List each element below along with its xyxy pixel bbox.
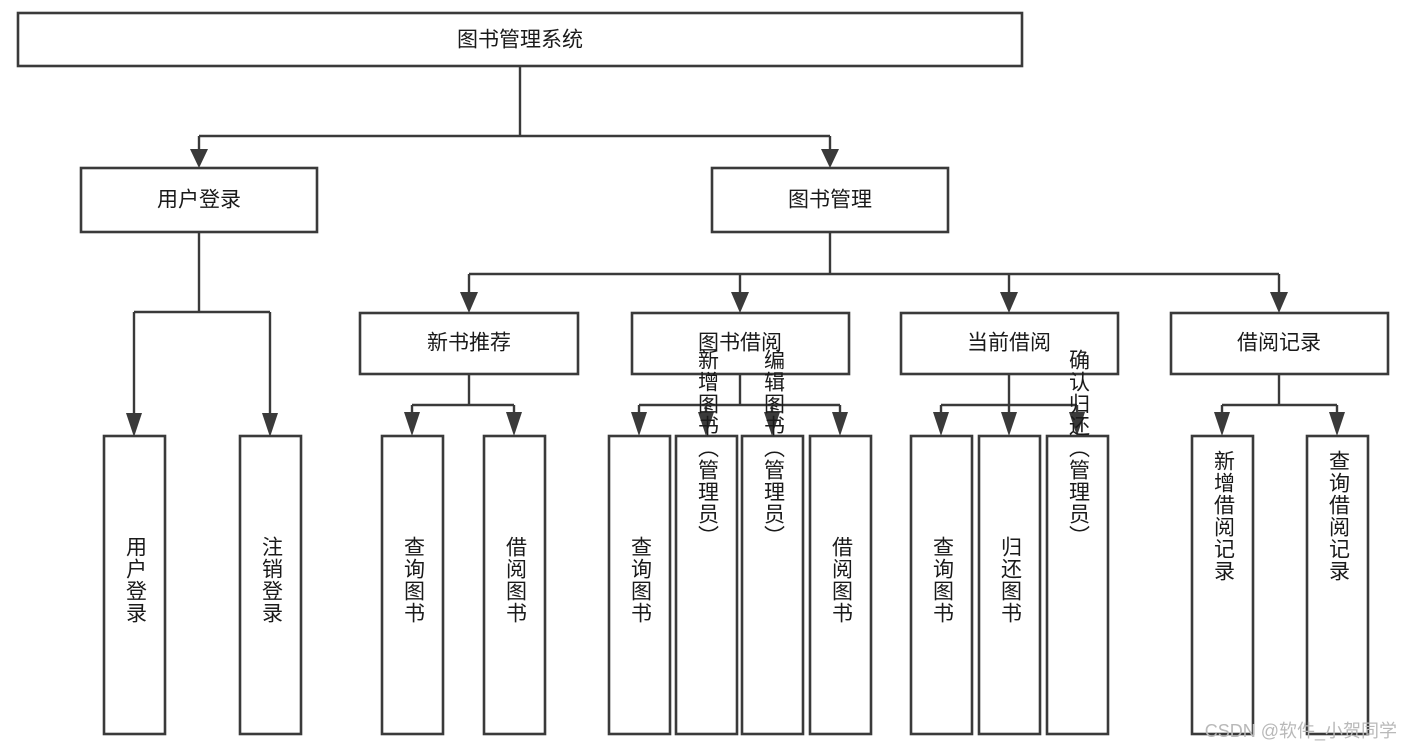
leaf-new-book-1-box[interactable] — [380, 434, 445, 736]
node-book-management[interactable]: 图书管理 — [710, 166, 950, 234]
arrow-bookmgmt-to-newbook — [460, 292, 478, 313]
arrow-borrow-leaf-2 — [698, 412, 714, 436]
arrow-newbook-leaf-2 — [506, 412, 522, 436]
node-new-book-recommend-box[interactable] — [358, 311, 580, 376]
node-book-borrow[interactable]: 图书借阅 — [630, 311, 851, 376]
leaf-borrow-record-1[interactable]: 新增借阅记录 — [1190, 434, 1255, 736]
node-current-borrow-label: 当前借阅 — [967, 332, 1051, 355]
leaf-new-book-1[interactable]: 查询图书 — [380, 434, 445, 736]
leaf-user-login-2-label: 注销登录 — [259, 536, 283, 624]
connector-group-record — [1214, 374, 1345, 436]
connector-group-current — [933, 374, 1085, 436]
arrow-userlogin-leaf-2 — [262, 413, 278, 437]
node-user-login[interactable]: 用户登录 — [79, 166, 319, 234]
leaf-new-book-1-label: 查询图书 — [401, 536, 425, 624]
leaf-borrow-record-1-label: 新增借阅记录 — [1211, 450, 1235, 582]
node-borrow-record-box[interactable] — [1169, 311, 1390, 376]
leaf-book-borrow-1-label: 查询图书 — [628, 536, 652, 624]
node-book-management-label: 图书管理 — [788, 189, 872, 212]
node-book-borrow-label: 图书借阅 — [698, 332, 782, 355]
leaf-current-borrow-1-box[interactable] — [909, 434, 974, 736]
leaf-borrow-record-2[interactable]: 查询借阅记录 — [1305, 434, 1370, 736]
arrow-borrow-leaf-1 — [631, 412, 647, 436]
connector-group-borrow — [631, 374, 848, 436]
arrow-userlogin-leaf-1 — [126, 413, 142, 437]
leaf-new-book-2-box[interactable] — [482, 434, 547, 736]
arrow-root-to-user-login — [190, 149, 208, 168]
node-user-login-box[interactable] — [79, 166, 319, 234]
arrow-record-leaf-2 — [1329, 412, 1345, 436]
node-borrow-record-label: 借阅记录 — [1237, 332, 1321, 355]
node-borrow-record[interactable]: 借阅记录 — [1169, 311, 1390, 376]
leaf-user-login-1-box[interactable] — [102, 434, 167, 736]
arrow-current-leaf-1 — [933, 412, 949, 436]
leaf-user-login-1[interactable]: 用户登录 — [102, 434, 167, 736]
arrow-borrow-leaf-4 — [832, 412, 848, 436]
leaf-book-borrow-3-box[interactable] — [740, 434, 805, 736]
leaf-book-borrow-1[interactable]: 查询图书 — [607, 434, 672, 736]
leaf-new-book-2-label: 借阅图书 — [503, 536, 527, 624]
arrow-record-leaf-1 — [1214, 412, 1230, 436]
node-root[interactable]: 图书管理系统 — [16, 11, 1024, 68]
leaf-user-login-2-box[interactable] — [238, 434, 303, 736]
leaf-book-borrow-4-label: 借阅图书 — [829, 536, 853, 624]
node-root-box[interactable] — [16, 11, 1024, 68]
leaf-book-borrow-2[interactable]: 新增图书（管理员） — [674, 349, 739, 736]
node-book-borrow-box[interactable] — [630, 311, 851, 376]
arrow-borrow-leaf-3 — [764, 412, 780, 436]
connector-group-user-login — [126, 232, 278, 437]
arrow-newbook-leaf-1 — [404, 412, 420, 436]
node-book-management-box[interactable] — [710, 166, 950, 234]
node-current-borrow-box[interactable] — [899, 311, 1120, 376]
arrow-current-leaf-2 — [1001, 412, 1017, 436]
node-root-label: 图书管理系统 — [457, 29, 583, 52]
leaf-book-borrow-1-box[interactable] — [607, 434, 672, 736]
leaf-book-borrow-3-label: 编辑图书（管理员） — [761, 349, 785, 547]
connector-group-newbook — [404, 374, 522, 436]
leaf-book-borrow-2-label: 新增图书（管理员） — [695, 349, 719, 547]
node-current-borrow[interactable]: 当前借阅 — [899, 311, 1120, 376]
leaf-book-borrow-4-box[interactable] — [808, 434, 873, 736]
leaf-current-borrow-3[interactable]: 确认归还（管理员） — [1045, 349, 1110, 736]
leaf-current-borrow-2-box[interactable] — [977, 434, 1042, 736]
arrow-bookmgmt-to-borrow — [731, 292, 749, 313]
arrow-root-to-book-mgmt — [821, 149, 839, 168]
leaf-current-borrow-2-label: 归还图书 — [998, 536, 1022, 624]
leaf-borrow-record-2-label: 查询借阅记录 — [1326, 450, 1350, 582]
leaf-current-borrow-1[interactable]: 查询图书 — [909, 434, 974, 736]
leaf-book-borrow-2-box[interactable] — [674, 434, 739, 736]
leaf-current-borrow-1-label: 查询图书 — [930, 536, 954, 624]
leaf-user-login-1-label: 用户登录 — [123, 536, 147, 624]
arrow-current-leaf-3 — [1069, 412, 1085, 436]
arrow-bookmgmt-to-record — [1270, 292, 1288, 313]
leaf-book-borrow-3[interactable]: 编辑图书（管理员） — [740, 349, 805, 736]
leaf-current-borrow-3-label: 确认归还（管理员） — [1066, 349, 1090, 547]
leaf-borrow-record-1-box[interactable] — [1190, 434, 1255, 736]
arrow-bookmgmt-to-current — [1000, 292, 1018, 313]
connector-group-book-mgmt — [460, 232, 1288, 313]
leaf-borrow-record-2-box[interactable] — [1305, 434, 1370, 736]
node-user-login-label: 用户登录 — [157, 189, 241, 212]
leaf-current-borrow-3-box[interactable] — [1045, 434, 1110, 736]
leaf-book-borrow-4[interactable]: 借阅图书 — [808, 434, 873, 736]
leaf-new-book-2[interactable]: 借阅图书 — [482, 434, 547, 736]
leaf-user-login-2[interactable]: 注销登录 — [238, 434, 303, 736]
leaf-current-borrow-2[interactable]: 归还图书 — [977, 434, 1042, 736]
node-new-book-recommend[interactable]: 新书推荐 — [358, 311, 580, 376]
node-new-book-recommend-label: 新书推荐 — [427, 332, 511, 355]
connector-group-root — [190, 66, 839, 168]
